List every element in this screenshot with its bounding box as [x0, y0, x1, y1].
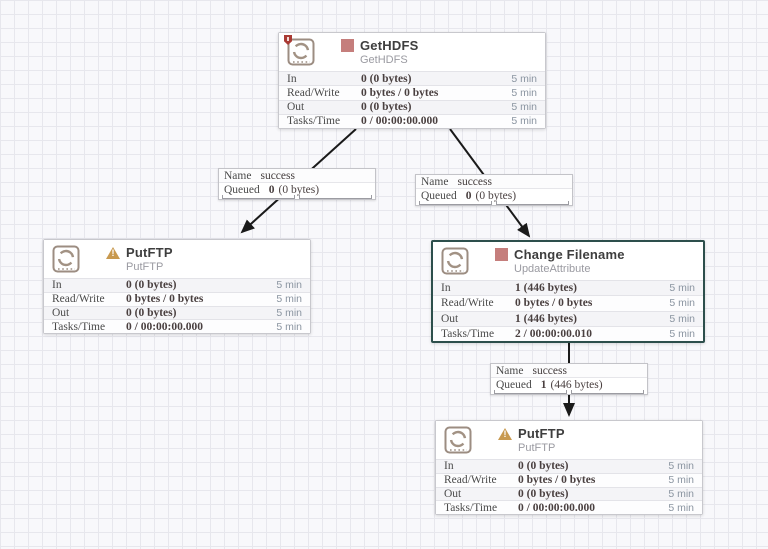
connection-queued-label: Queued: [224, 184, 260, 196]
stat-row-tasks: Tasks/Time 0 / 00:00:00.000 5 min: [279, 113, 545, 128]
processor-node-putftp-bottom[interactable]: PutFTP PutFTP In 0 (0 bytes) 5 min Read/…: [435, 420, 703, 515]
warning-status-icon: [498, 427, 512, 440]
connection-queued-label: Queued: [496, 379, 532, 391]
connection-name-value: success: [260, 170, 295, 182]
connection-name-value: success: [457, 176, 492, 188]
stat-row-out: Out 1 (446 bytes) 5 min: [433, 310, 703, 326]
connection-queued-size: (0 bytes): [278, 184, 320, 196]
stat-row-readwrite: Read/Write 0 bytes / 0 bytes 5 min: [279, 85, 545, 100]
stat-row-out: Out 0 (0 bytes) 5 min: [279, 99, 545, 114]
queue-meter: [494, 390, 644, 394]
stat-row-in: In 0 (0 bytes) 5 min: [279, 71, 545, 86]
connection-queued-size: (0 bytes): [475, 190, 517, 202]
connection-name-label: Name: [421, 176, 449, 188]
stat-row-readwrite: Read/Write 0 bytes / 0 bytes 5 min: [433, 295, 703, 311]
processor-node-gethdfs[interactable]: GetHDFS GetHDFS In 0 (0 bytes) 5 min Rea…: [278, 32, 546, 129]
restricted-shield-icon: [284, 35, 292, 45]
connection-queued-count: 0: [268, 184, 275, 196]
processor-icon: [441, 247, 469, 275]
processor-stats: In 0 (0 bytes) 5 min Read/Write 0 bytes …: [44, 278, 310, 333]
stopped-status-icon: [495, 248, 508, 261]
processor-header: Change Filename UpdateAttribute: [433, 242, 703, 280]
processor-stats: In 0 (0 bytes) 5 min Read/Write 0 bytes …: [279, 71, 545, 128]
processor-node-putftp-left[interactable]: PutFTP PutFTP In 0 (0 bytes) 5 min Read/…: [43, 239, 311, 334]
queue-meter: [419, 201, 569, 205]
connection-label-success-left[interactable]: Name success Queued 0 (0 bytes): [218, 168, 376, 200]
processor-type: UpdateAttribute: [514, 263, 591, 275]
stopped-status-icon: [341, 39, 354, 52]
stat-row-out: Out 0 (0 bytes) 5 min: [436, 486, 702, 501]
connection-name-label: Name: [224, 170, 252, 182]
connection-queued-label: Queued: [421, 190, 457, 202]
connection-name-value: success: [532, 365, 567, 377]
connection-label-success-right[interactable]: Name success Queued 0 (0 bytes): [415, 174, 573, 206]
processor-header: GetHDFS GetHDFS: [279, 33, 545, 71]
stat-row-readwrite: Read/Write 0 bytes / 0 bytes 5 min: [436, 472, 702, 487]
stat-row-tasks: Tasks/Time 2 / 00:00:00.010 5 min: [433, 325, 703, 341]
stat-row-readwrite: Read/Write 0 bytes / 0 bytes 5 min: [44, 291, 310, 306]
processor-node-change-filename[interactable]: Change Filename UpdateAttribute In 1 (44…: [431, 240, 705, 343]
connection-label-success-bottom[interactable]: Name success Queued 1 (446 bytes): [490, 363, 648, 395]
connection-queued-count: 1: [540, 379, 547, 391]
processor-name: PutFTP: [518, 426, 565, 441]
stat-row-in: In 0 (0 bytes) 5 min: [44, 278, 310, 292]
stat-row-tasks: Tasks/Time 0 / 00:00:00.000 5 min: [436, 500, 702, 514]
processor-stats: In 1 (446 bytes) 5 min Read/Write 0 byte…: [433, 280, 703, 341]
processor-icon: [52, 245, 80, 273]
processor-stats: In 0 (0 bytes) 5 min Read/Write 0 bytes …: [436, 459, 702, 514]
stat-row-out: Out 0 (0 bytes) 5 min: [44, 305, 310, 320]
processor-type: PutFTP: [518, 442, 556, 454]
processor-type: GetHDFS: [360, 54, 408, 66]
connection-queued-size: (446 bytes): [550, 379, 603, 391]
processor-icon: [284, 35, 315, 66]
processor-icon: [444, 426, 472, 454]
processor-header: PutFTP PutFTP: [436, 421, 702, 459]
stat-row-in: In 1 (446 bytes) 5 min: [433, 280, 703, 296]
warning-status-icon: [106, 246, 120, 259]
connection-queued-count: 0: [465, 190, 472, 202]
queue-meter: [222, 195, 372, 199]
processor-type: PutFTP: [126, 261, 164, 273]
connection-name-label: Name: [496, 365, 524, 377]
processor-name: Change Filename: [514, 247, 625, 262]
processor-header: PutFTP PutFTP: [44, 240, 310, 278]
stat-row-tasks: Tasks/Time 0 / 00:00:00.000 5 min: [44, 319, 310, 333]
processor-name: PutFTP: [126, 245, 173, 260]
processor-name: GetHDFS: [360, 38, 419, 53]
stat-row-in: In 0 (0 bytes) 5 min: [436, 459, 702, 473]
